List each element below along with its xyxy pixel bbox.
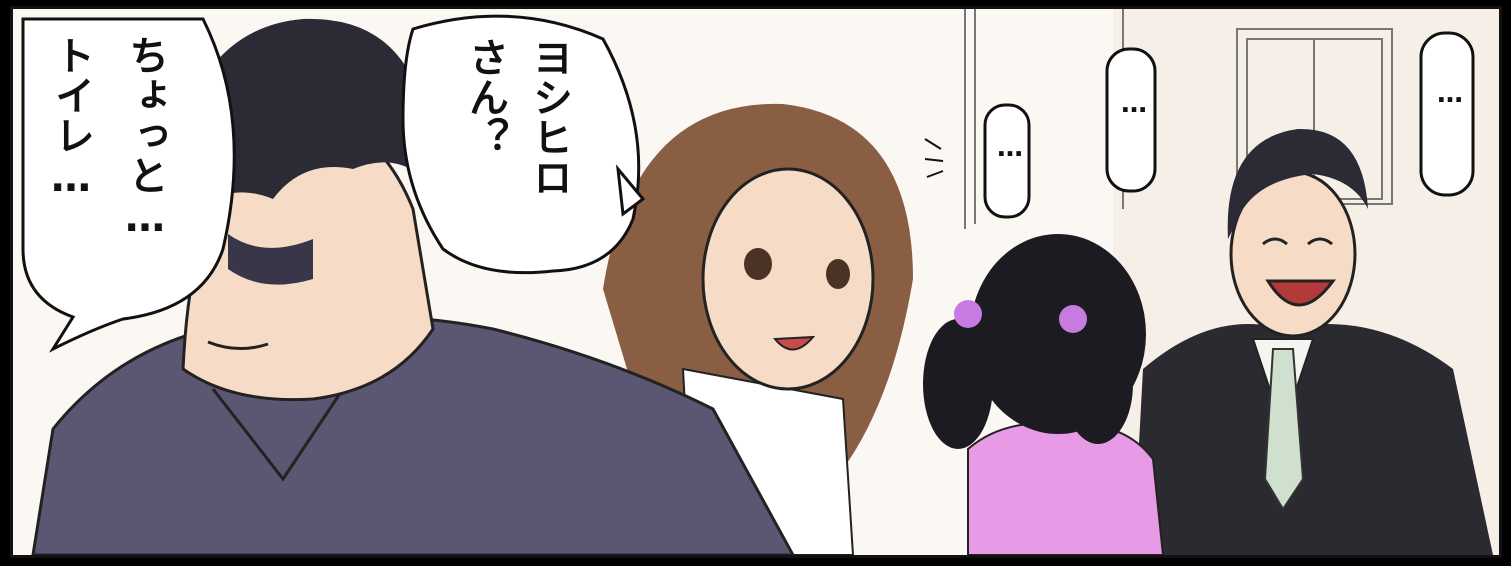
left-bubble-line-2: トイレ… [48,35,94,201]
speech-bubble-small-2 [1105,47,1157,193]
small-bubble-3-text: … [1435,79,1465,109]
comic-scene [13,9,1499,555]
man-in-suit [1133,128,1493,555]
surprise-lines [924,138,944,178]
small-bubble-2-text: … [1119,89,1149,119]
girl-in-pink [923,234,1165,555]
man-in-purple-shirt [31,18,795,555]
small-bubble-1-text: … [995,133,1025,163]
speech-bubble-left [21,17,236,353]
center-bubble-line-1: ヨシヒロ [526,37,572,197]
speech-bubble-small-3 [1419,31,1475,197]
speech-bubble-small-1 [983,103,1031,219]
center-bubble-line-2: さん？ [462,37,508,157]
comic-panel: ちょっと… トイレ… ヨシヒロ さん？ … … … [10,6,1502,558]
speech-bubble-center [401,14,646,275]
left-bubble-line-1: ちょっと… [122,35,168,241]
